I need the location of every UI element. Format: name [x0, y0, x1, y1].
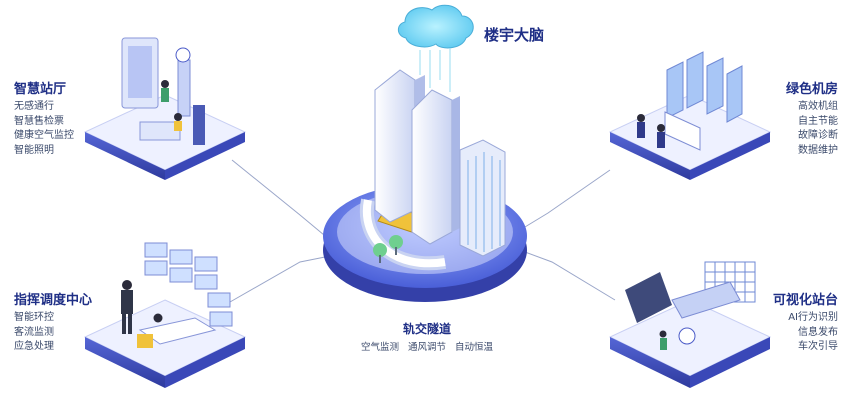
video-wall [144, 242, 233, 327]
desk [138, 317, 217, 345]
train [671, 281, 741, 319]
command-center-item: 应急处理 [14, 341, 54, 352]
platform-green-room [608, 51, 772, 180]
green-room-item: 高效机组 [798, 101, 838, 112]
face-recognition-icon [678, 327, 696, 345]
station-hall-title: 智慧站厅 [14, 82, 67, 97]
station-hall-item: 无感通行 [14, 101, 54, 112]
command-center-item: 智能环控 [14, 312, 54, 323]
platform-visual-station [608, 261, 772, 388]
rail-tunnel-item: 空气监测 [360, 342, 399, 353]
command-center-title: 指挥调度中心 [14, 293, 93, 308]
chair [137, 334, 153, 348]
station-hall-item: 健康空气监控 [14, 130, 74, 141]
rail-tunnel-item: 自动恒温 [455, 342, 494, 353]
brain-cloud-icon [397, 4, 474, 92]
rail-tunnel-items: 空气监测 通风调节 自动恒温 [342, 339, 512, 353]
command-center-label: 指挥调度中心 智能环控 客流监测 应急处理 [14, 289, 92, 355]
command-center-item: 客流监测 [14, 326, 54, 338]
platform-station-hall [83, 37, 247, 180]
platform-item: 车次引导 [798, 341, 838, 352]
platform-label: 可视化站台 AI行为识别 信息发布 车次引导 [773, 289, 838, 355]
green-room-title: 绿色机房 [785, 82, 838, 97]
platform-item: 信息发布 [798, 326, 838, 338]
platform-command-center [83, 242, 247, 388]
monitor-screen [664, 111, 701, 151]
rail-tunnel-item: 通风调节 [407, 342, 446, 353]
escalator [625, 272, 672, 323]
green-room-item: 自主节能 [798, 115, 838, 127]
platform-item: AI行为识别 [788, 312, 838, 323]
brain-title: 楼宇大脑 [484, 26, 545, 44]
platform-title: 可视化站台 [772, 293, 838, 308]
station-hall-item: 智能照明 [14, 144, 54, 156]
server-racks [666, 51, 743, 123]
green-room-label: 绿色机房 高效机组 自主节能 故障诊断 数据维护 [786, 78, 838, 158]
clock-icon [175, 47, 191, 63]
station-hall-label: 智慧站厅 无感通行 智慧售检票 健康空气监控 智能照明 [14, 78, 74, 158]
skyscrapers [374, 69, 506, 257]
green-room-item: 数据维护 [798, 144, 838, 156]
station-hall-item: 智慧售检票 [14, 115, 64, 127]
connector-lines [229, 159, 616, 303]
green-room-item: 故障诊断 [798, 130, 838, 141]
rail-tunnel-title: 轨交隧道 [402, 322, 451, 336]
